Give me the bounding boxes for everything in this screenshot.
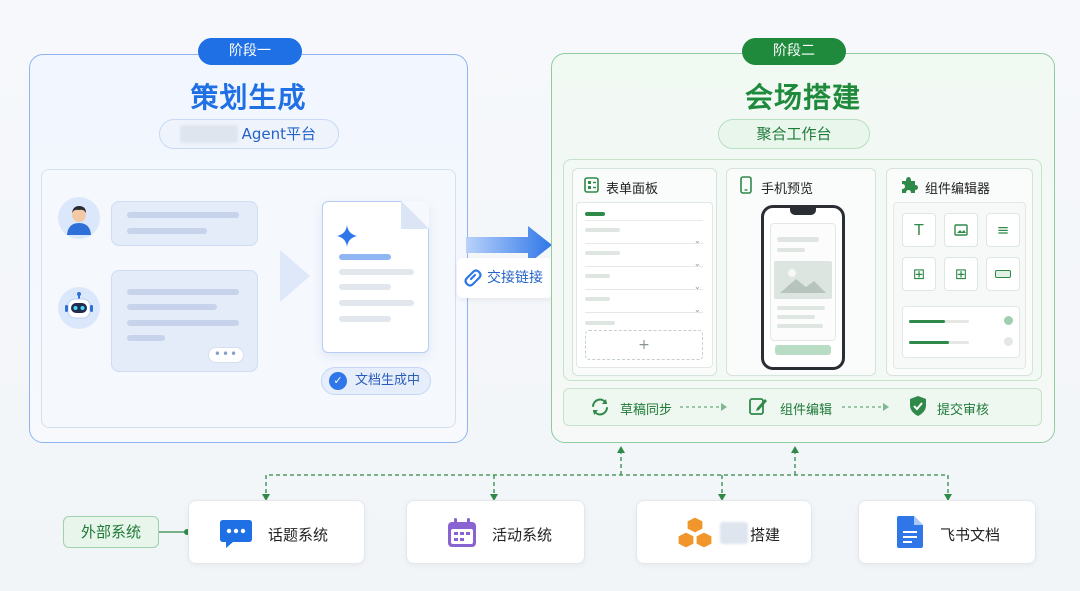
field-label-line [585, 274, 610, 278]
sync-icon [592, 398, 608, 416]
text-line [127, 304, 217, 310]
flow-step-review: 提交审核 [937, 403, 990, 418]
feishu-doc-card[interactable] [858, 500, 1036, 564]
stage1-title: 策划生成 [190, 81, 307, 114]
handoff-link-text: 交接链接 [487, 270, 543, 286]
text-line [127, 335, 165, 341]
paragraph-tool-icon[interactable]: ≡ [986, 213, 1020, 247]
form-divider [585, 220, 703, 221]
stage1-subtitle: Agent平台 [159, 119, 339, 149]
slider-fill [909, 320, 945, 323]
text-line [127, 320, 239, 326]
form-select [585, 282, 703, 290]
document-icon [897, 516, 923, 548]
check-icon: ✓ [329, 372, 347, 390]
arrow-dashed-icon [680, 403, 727, 411]
toggle-off[interactable] [1004, 337, 1013, 346]
topic-system-card[interactable] [188, 500, 365, 564]
boxes-icon [677, 516, 713, 549]
shield-check-icon [910, 396, 926, 416]
user-message-bubble [111, 201, 258, 246]
stage2-subtitle: 聚合工作台 [718, 119, 870, 149]
typing-indicator: ••• [208, 347, 244, 363]
build-system-label: 搭建 [750, 526, 781, 544]
add-field-button[interactable]: + [585, 330, 703, 360]
form-panel-title: 表单面板 [606, 182, 659, 197]
screen-line [777, 248, 805, 252]
stage1-subtitle-label: Agent平台 [241, 125, 316, 143]
text-line [127, 228, 207, 234]
field-label-line [585, 228, 620, 232]
phone-notch [790, 208, 816, 215]
edit-icon [749, 398, 767, 415]
handoff-link-label: 交接链接 [457, 258, 553, 298]
stage1-badge: 阶段一 [198, 38, 302, 65]
sparkle-icon [337, 225, 357, 247]
calendar-icon [448, 518, 476, 547]
generated-document [322, 201, 429, 353]
image-tool-icon[interactable] [944, 213, 978, 247]
stage2-title: 会场搭建 [744, 81, 861, 114]
chevron-down-icon: ⌄ [694, 305, 701, 314]
form-accent-bar [585, 212, 605, 216]
chat-icon [220, 520, 252, 548]
doc-line [339, 254, 391, 260]
phone-preview-title: 手机预览 [761, 182, 814, 197]
field-label-line [585, 321, 615, 325]
robot-avatar-icon [58, 287, 100, 329]
feishu-doc-label: 飞书文档 [940, 526, 1001, 544]
form-select [585, 236, 703, 244]
grid-tool-icon[interactable]: ⊞ [902, 257, 936, 291]
doc-line [339, 269, 414, 275]
screen-line [777, 324, 823, 328]
chevron-down-icon: ⌄ [694, 259, 701, 268]
field-label-line [585, 251, 620, 255]
topic-system-label: 话题系统 [268, 526, 329, 544]
redacted-text [720, 522, 748, 544]
puzzle-icon [902, 177, 918, 193]
doc-line [339, 316, 391, 322]
slider-fill [909, 341, 949, 344]
flow-step-sync: 草稿同步 [620, 403, 673, 418]
chevron-down-icon: ⌄ [694, 282, 701, 291]
text-tool-icon[interactable]: T [902, 213, 936, 247]
screen-line [777, 306, 825, 310]
form-icon [584, 177, 599, 193]
document-fold [401, 201, 429, 229]
stage2-badge: 阶段二 [742, 38, 846, 65]
toggle-on[interactable] [1004, 316, 1013, 325]
doc-line [339, 284, 391, 290]
doc-line [339, 300, 414, 306]
field-label-line [585, 297, 610, 301]
doc-status-label: 文档生成中 [355, 373, 421, 388]
handoff-arrow [466, 226, 552, 264]
button-shape [995, 270, 1011, 278]
text-line [127, 289, 239, 295]
phone-cta-button[interactable] [775, 345, 831, 355]
activity-system-label: 活动系统 [492, 526, 553, 544]
table-tool-icon[interactable]: ⊞ [944, 257, 978, 291]
person-avatar-icon [58, 197, 100, 239]
text-line [127, 212, 239, 218]
button-tool-icon[interactable] [986, 257, 1020, 291]
property-panel [902, 306, 1020, 358]
screen-line [777, 315, 815, 319]
external-systems-label: 外部系统 [63, 516, 159, 548]
image-placeholder-icon [774, 261, 832, 299]
form-select [585, 259, 703, 267]
phone-icon [740, 176, 752, 194]
activity-system-card[interactable] [406, 500, 585, 564]
redacted-text [180, 125, 238, 143]
form-select [585, 305, 703, 313]
arrow-dashed-icon [842, 403, 889, 411]
link-icon [464, 269, 482, 287]
chevron-down-icon: ⌄ [694, 236, 701, 245]
component-editor-title: 组件编辑器 [925, 182, 991, 197]
chevron-right-icon [280, 250, 310, 302]
flow-step-edit: 组件编辑 [780, 403, 833, 418]
screen-line [777, 237, 819, 242]
workflow-bar [563, 388, 1042, 426]
